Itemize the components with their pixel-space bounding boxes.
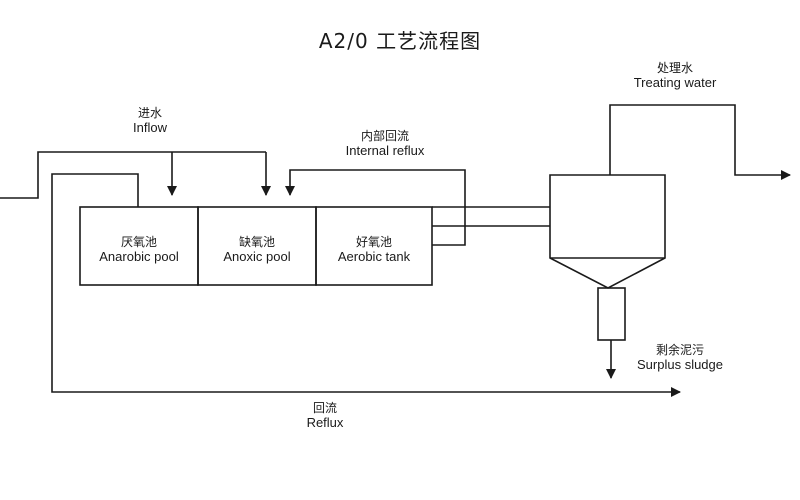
surplus-sludge-label-en: Surplus sludge — [637, 356, 723, 372]
tank-label-aerobic: 好氧池 Aerobic tank — [316, 235, 432, 265]
surplus-sludge-label-cn: 剩余泥污 — [655, 343, 704, 357]
reflux-label-cn: 回流 — [312, 401, 337, 415]
treating-water-label-cn: 处理水 — [656, 61, 693, 75]
tank-label-cn: 缺氧池 — [238, 235, 275, 249]
treated-water-line — [609, 104, 791, 180]
clarifier — [549, 174, 666, 289]
reflux-label: 回流 Reflux — [270, 401, 380, 431]
inflow-label-cn: 进水 — [137, 106, 162, 120]
internal-reflux-label-cn: 内部回流 — [360, 129, 409, 143]
internal-reflux-label: 内部回流 Internal reflux — [320, 129, 450, 159]
treating-water-label: 处理水 Treating water — [605, 61, 745, 91]
tank-label-cn: 好氧池 — [355, 235, 392, 249]
inflow-label-en: Inflow — [133, 119, 167, 135]
tank-label-anaerobic: 厌氧池 Anarobic pool — [80, 235, 198, 265]
sludge-pipe — [597, 287, 626, 341]
tank-label-en: Anoxic pool — [223, 248, 291, 264]
reflux-label-en: Reflux — [306, 414, 344, 430]
tank-label-anoxic: 缺氧池 Anoxic pool — [198, 235, 316, 265]
treating-water-label-en: Treating water — [633, 74, 717, 90]
tank-label-en: Aerobic tank — [337, 248, 411, 264]
reflux-line — [51, 173, 681, 397]
tank-label-en: Anarobic pool — [99, 248, 179, 264]
tank-label-cn: 厌氧池 — [120, 235, 157, 249]
diagram-title: A2/0 工艺流程图 — [318, 29, 482, 53]
inflow-label: 进水 Inflow — [95, 106, 205, 136]
surplus-sludge-label: 剩余泥污 Surplus sludge — [615, 343, 745, 373]
aerobic-tank — [315, 206, 433, 286]
internal-reflux-label-en: Internal reflux — [345, 142, 425, 158]
internal-reflux-line — [285, 169, 466, 246]
inflow-line — [0, 151, 266, 199]
